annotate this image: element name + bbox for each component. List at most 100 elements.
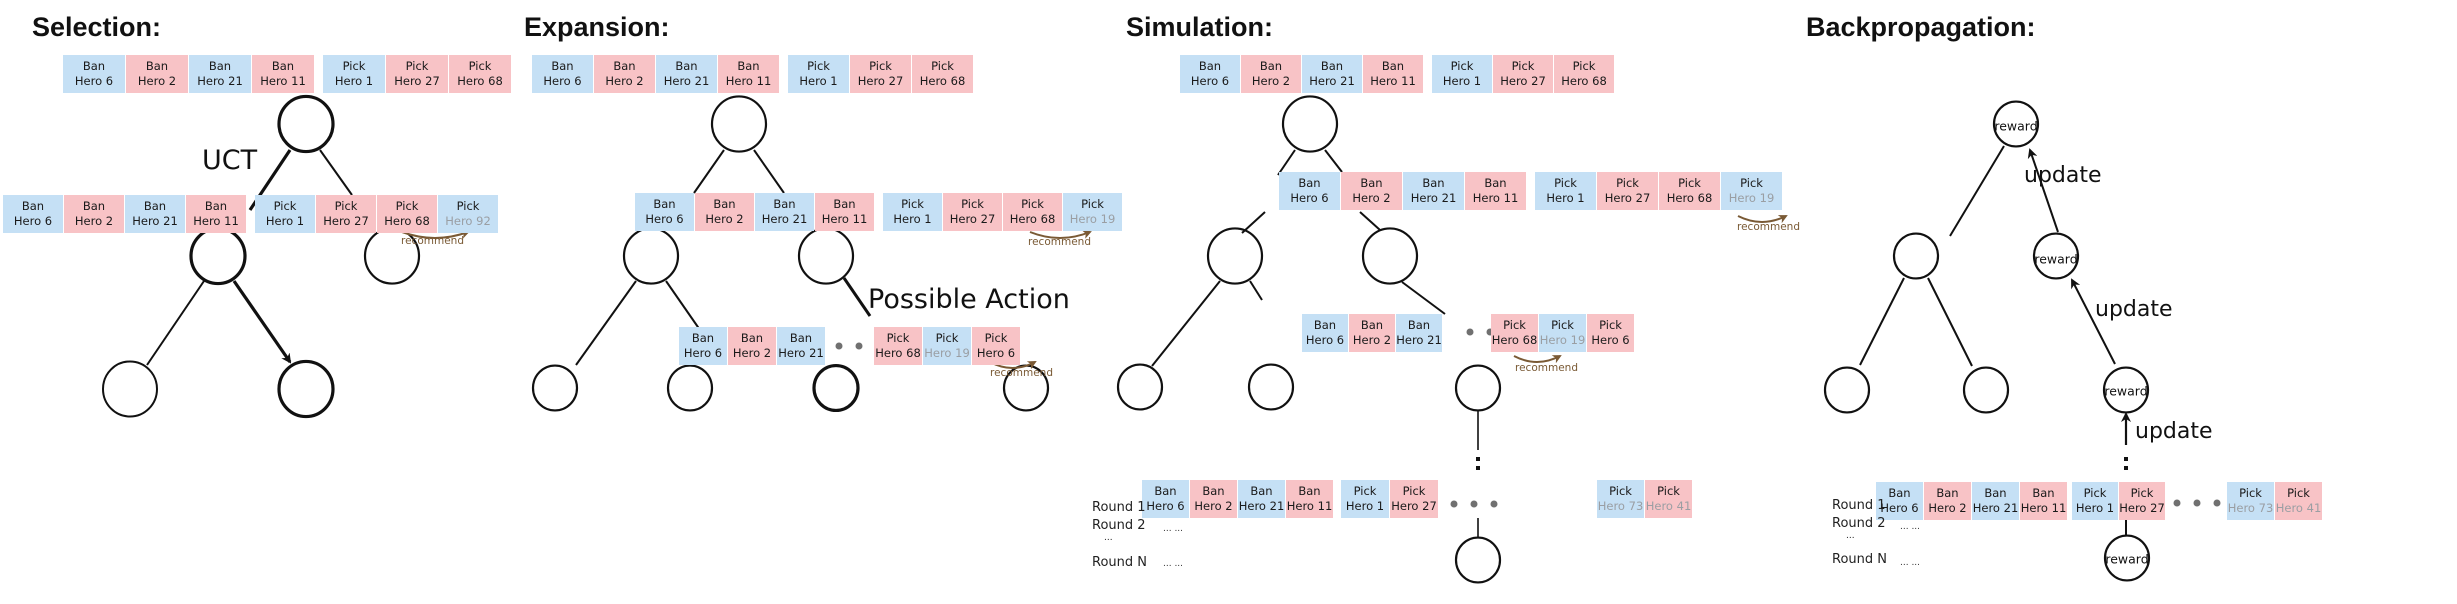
draft-hero: Hero 1 bbox=[265, 214, 305, 228]
update-label: update bbox=[2024, 163, 2102, 188]
recommend-arrow bbox=[1513, 355, 1562, 364]
draft-hero: Hero 6 bbox=[1880, 501, 1919, 515]
row-ellipsis: ... ... bbox=[1163, 559, 1184, 569]
root-node bbox=[710, 95, 768, 153]
predicted-hero: Hero 19 bbox=[924, 346, 970, 360]
draft-action: Ban bbox=[1360, 318, 1384, 332]
draft-action: Pick bbox=[1551, 318, 1574, 332]
tree-edge bbox=[1401, 281, 1446, 315]
uct-label: UCT bbox=[202, 145, 258, 176]
draft-action: Pick bbox=[1353, 484, 1377, 498]
draft-action: Pick bbox=[1572, 59, 1596, 73]
row-ellipsis: ... ... bbox=[1163, 524, 1184, 534]
draft-action: Pick bbox=[1740, 176, 1763, 190]
selected-node bbox=[189, 226, 247, 286]
draft-hero: Hero 68 bbox=[384, 214, 430, 228]
update-label: update bbox=[2095, 297, 2173, 322]
possible-action-label: Possible Action bbox=[868, 284, 1070, 315]
draft-action: Pick bbox=[334, 199, 358, 213]
draft-action: Ban bbox=[271, 59, 295, 73]
draft-action: Pick bbox=[1081, 197, 1104, 211]
draft-hero: Hero 27 bbox=[394, 74, 440, 88]
selection-arrow bbox=[232, 280, 292, 364]
backpropagation-title: Backpropagation: bbox=[1806, 12, 2036, 42]
draft-hero: Hero 21 bbox=[1972, 501, 2019, 515]
draft-hero: Hero 1 bbox=[1546, 191, 1585, 205]
draft-action: Pick bbox=[931, 59, 954, 73]
predicted-hero: Hero 41 bbox=[2275, 501, 2322, 515]
draft-action: Ban bbox=[773, 197, 796, 211]
draft-action: Ban bbox=[21, 199, 45, 213]
tree-edge bbox=[1927, 277, 1973, 367]
tree-node bbox=[1962, 366, 2010, 414]
draft-hero: Hero 68 bbox=[457, 74, 503, 88]
tree-node bbox=[1361, 227, 1419, 285]
draft-hero: Hero 68 bbox=[875, 346, 921, 360]
draft-hero: Hero 6 bbox=[683, 346, 723, 360]
draft-action: Ban bbox=[653, 197, 676, 211]
draft-hero: Hero 2 bbox=[1352, 191, 1391, 205]
draft-hero: Hero 11 bbox=[821, 212, 868, 226]
round-1-label: Round 1 bbox=[1092, 500, 1146, 515]
tree-node bbox=[1116, 363, 1164, 411]
draft-action: Ban bbox=[1298, 176, 1321, 190]
tree-node bbox=[531, 364, 579, 412]
draft-action: Ban bbox=[1422, 176, 1445, 190]
tree-edge bbox=[1277, 149, 1296, 176]
draft-action: Ban bbox=[1888, 486, 1911, 500]
draft-action: Pick bbox=[886, 331, 910, 345]
draft-hero: Hero 11 bbox=[2020, 501, 2067, 515]
recommend-label: recommend bbox=[401, 235, 464, 247]
draft-action: Pick bbox=[2130, 486, 2154, 500]
round-n-label: Round N bbox=[1092, 555, 1147, 570]
draft-hero: Hero 21 bbox=[761, 212, 808, 226]
predicted-hero: Hero 19 bbox=[1728, 191, 1775, 205]
draft-hero: Hero 2 bbox=[705, 212, 744, 226]
update-label: update bbox=[2135, 419, 2213, 444]
draft-action: Pick bbox=[456, 199, 480, 213]
continuation-dot bbox=[2124, 466, 2128, 470]
draft-hero: Hero 6 bbox=[1190, 74, 1230, 88]
tree-node bbox=[666, 364, 714, 412]
tree-edge bbox=[1949, 145, 2005, 237]
recommend-label: recommend bbox=[990, 367, 1053, 379]
round-n-label: Round N bbox=[1832, 552, 1887, 567]
draft-hero: Hero 1 bbox=[2075, 501, 2115, 515]
draft-hero: Hero 21 bbox=[1309, 74, 1355, 88]
draft-action: Pick bbox=[1554, 176, 1577, 190]
draft-action: Ban bbox=[2032, 486, 2055, 500]
predicted-hero: Hero 19 bbox=[1539, 333, 1586, 347]
draft-hero: Hero 27 bbox=[1391, 499, 1437, 513]
terminal-node bbox=[1454, 536, 1502, 584]
selected-leaf-node bbox=[277, 359, 335, 419]
draft-action: Ban bbox=[143, 199, 167, 213]
draft-action: Ban bbox=[551, 59, 574, 73]
